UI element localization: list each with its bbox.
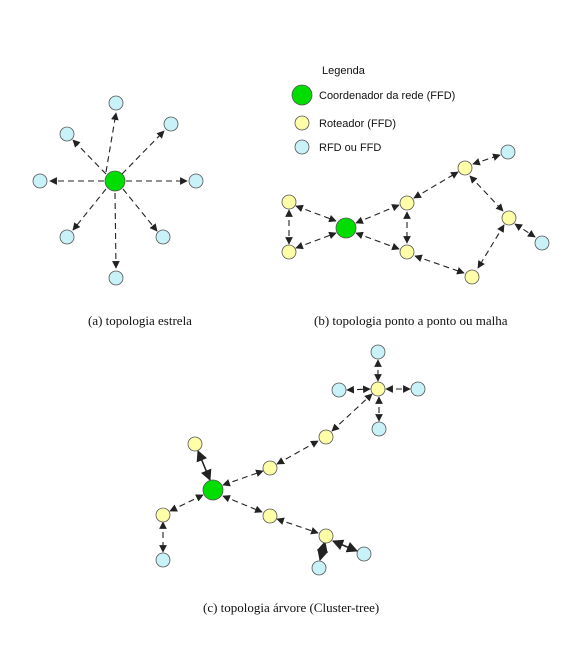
legend-coordinator-swatch [291,84,313,106]
tree-edge [316,540,329,562]
star-topology: (a) topologia estrela [32,95,204,328]
star-device-node [163,116,179,132]
mesh-router-node [457,160,473,176]
mesh-router-node [281,244,297,260]
tree-edge [196,449,212,482]
tree-edge [222,495,263,513]
mesh-router-node [464,269,480,285]
mesh-edges [285,153,536,275]
tree-device-node [410,381,426,397]
mesh-edge [472,153,501,166]
mesh-edge [355,231,400,251]
tree-router-node [262,508,278,524]
star-device-node [188,173,204,189]
mesh-edge [295,231,337,250]
mesh-edge [469,175,504,212]
star-device-node [108,95,124,111]
mesh-router-node [501,210,517,226]
legend-coordinator-label: Coordenador da rede (FFD) [319,90,455,102]
mesh-device-node [534,235,550,251]
legend-device-swatch [294,139,310,155]
caption-mesh: (b) topologia ponto a ponto ou malha [314,313,508,328]
mesh-coordinator-node [335,217,357,239]
star-device-node [59,126,75,142]
tree-device-node [356,546,372,562]
tree-edges [159,359,411,562]
star-edge [105,112,119,173]
tree-edge [331,393,373,432]
tree-device-node [311,560,327,576]
tree-edge [222,469,264,487]
mesh-router-node [281,194,297,210]
tree-edge [331,539,359,553]
caption-tree: (c) topologia árvore (Cluster-tree) [203,600,379,615]
mesh-edge [477,224,505,269]
tree-edge [276,517,319,535]
star-edges [49,112,188,269]
caption-star: (a) topologia estrela [88,313,192,328]
legend: Legenda Coordenador da rede (FFD) Rotead… [291,65,455,155]
legend-router-label: Roteador (FFD) [319,118,396,130]
star-edge [112,192,120,269]
mesh-edge [414,254,465,275]
legend-router-swatch [294,115,310,131]
star-device-node [155,229,171,245]
star-edge [72,139,107,175]
mesh-edge [514,223,536,238]
legend-title: Legenda [322,65,366,77]
tree-topology: (c) topologia árvore (Cluster-tree) [155,344,426,615]
tree-router-node [187,436,203,452]
tree-device-node [331,382,347,398]
tree-device-node [370,344,386,360]
tree-router-node [155,507,171,523]
tree-edge [276,440,319,465]
star-device-node [32,173,48,189]
tree-router-node [318,528,334,544]
tree-edge [346,385,371,394]
star-device-node [59,229,75,245]
mesh-edge [413,171,459,199]
mesh-device-node [500,144,516,160]
star-device-node [108,270,124,286]
mesh-edge [355,204,400,224]
tree-router-node [318,429,334,445]
mesh-router-node [399,244,415,260]
tree-device-node [155,552,171,568]
mesh-edge [295,204,337,223]
star-edge [121,130,165,175]
star-edge [122,188,158,232]
mesh-router-node [399,195,415,211]
legend-device-label: RFD ou FFD [319,142,381,154]
tree-edge [169,494,204,512]
tree-coordinator-node [202,479,224,501]
tree-device-node [371,421,387,437]
star-edge [72,188,107,231]
tree-router-node [370,381,386,397]
mesh-topology: (b) topologia ponto a ponto ou malha [281,144,550,328]
tree-router-node [262,460,278,476]
star-coordinator-node [104,170,126,192]
